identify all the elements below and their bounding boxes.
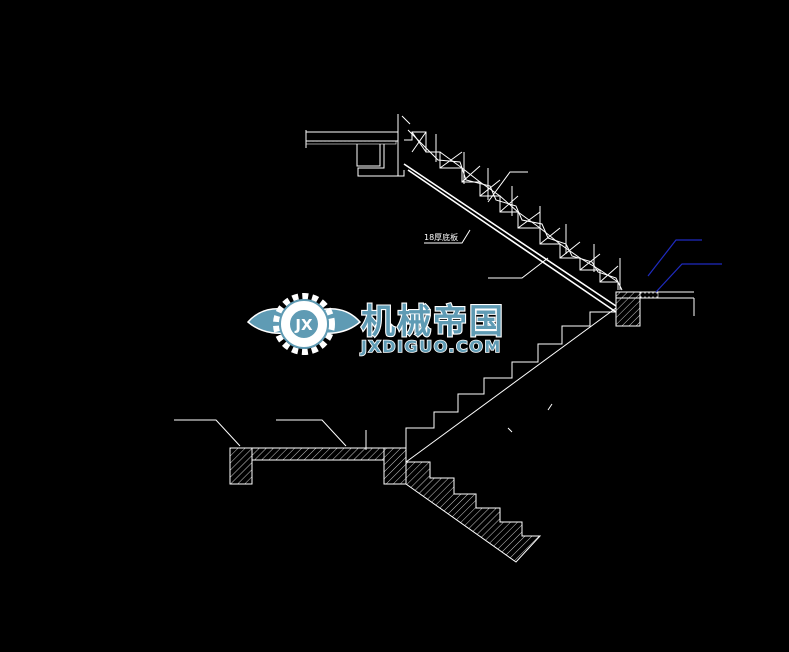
annotation-leader	[424, 229, 471, 244]
annotation-label: 18厚底板	[424, 232, 458, 242]
upper-truss-posts	[435, 134, 621, 290]
middle-flight	[405, 307, 617, 463]
middle-steps-profile	[405, 311, 616, 448]
upper-stringer-leader-top	[487, 171, 528, 203]
upper-landing-finish	[305, 140, 397, 145]
blue-leader-upper	[647, 239, 702, 277]
lower-landing-leader-mid	[276, 419, 347, 447]
upper-right-beam	[615, 291, 641, 327]
logo-domain-text: JXDIGUO.COM	[360, 337, 502, 356]
upper-stringer	[403, 163, 617, 313]
logo-title-text: 机械帝国	[361, 302, 505, 342]
stringer-leader	[488, 257, 549, 279]
logo-emblem-letters: JX	[294, 316, 313, 334]
watermark-logo: JX 机械帝国 JXDIGUO.COM	[246, 293, 505, 357]
lower-flight	[405, 461, 542, 563]
logo-emblem-core	[288, 308, 320, 340]
upper-truss-bracing	[411, 131, 619, 283]
blue-leader-lower	[655, 263, 722, 293]
upper-flight: 18厚底板	[305, 114, 722, 327]
lower-landing-right-beam	[383, 447, 407, 485]
upper-right-finish	[639, 291, 659, 299]
lower-landing-left-beam	[229, 447, 253, 485]
upper-handrail-post	[397, 114, 411, 176]
lower-landing-leader-left	[174, 419, 241, 447]
lower-landing	[174, 419, 407, 485]
lower-flight-section	[405, 461, 542, 563]
middle-flight-tick	[507, 403, 553, 433]
upper-landing-beam	[356, 144, 405, 177]
middle-flight-soffit	[405, 307, 617, 463]
logo-gear-icon	[273, 293, 335, 355]
lower-landing-slab	[251, 447, 385, 461]
